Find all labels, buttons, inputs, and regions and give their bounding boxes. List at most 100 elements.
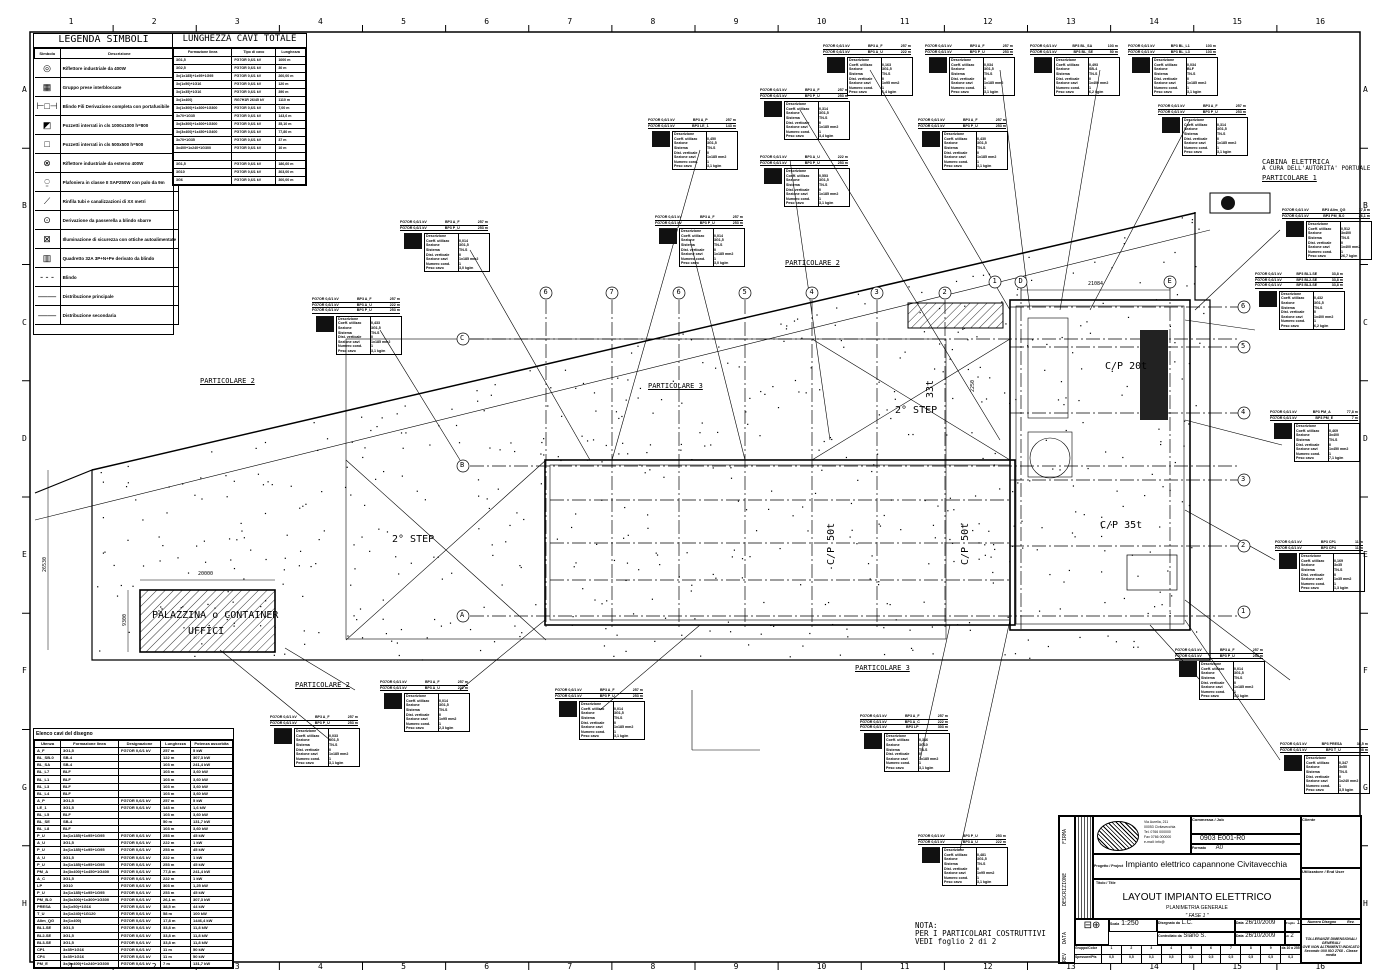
property-label: Numero cond. [885, 761, 919, 766]
legend-panel: LEGENDA SIMBOLI Simbolo Descrizione ◎Rif… [33, 33, 180, 335]
table-cell: 3x(3x300)+1x300+1G300 [172, 120, 233, 129]
cable-field: FG7OR 0,6/1 kV [1030, 44, 1057, 48]
col-header: Utenza [34, 739, 61, 749]
table-cell: 3x(1x185)+1x95+1G95 [60, 860, 119, 869]
property-value: TN-S [714, 242, 723, 247]
property-label: Sistema [1300, 567, 1334, 573]
grid-marker-label: A [460, 611, 465, 619]
property-label: Numero cond. [337, 344, 371, 349]
table-cell: 103 m [160, 789, 191, 798]
property-value: TN-S [819, 182, 828, 187]
table-cell [118, 768, 161, 777]
table-cell: 50 kW [190, 952, 233, 961]
property-label: Numero cond. [1200, 689, 1234, 695]
cable-field: BP3 P_U [1219, 653, 1235, 658]
cable-section-icon [1179, 661, 1197, 678]
property-label: Sezione cavi [1280, 314, 1314, 320]
property-value: 3G1,5 [459, 243, 469, 248]
property-value: 1 [707, 159, 709, 164]
cable-field: BP3 PRESA [1321, 742, 1342, 746]
property-label: Dist. verticale [785, 120, 819, 126]
property-label: Dist. verticale [580, 720, 614, 726]
legend-row: ◩Pozzetti interrati in cls 1000x1000 h=8… [34, 115, 180, 135]
drawing-subtitle: PLANIMETRIA GENERALE [1166, 905, 1228, 911]
property-value: 0,169 [1334, 558, 1343, 563]
data-label: Data [1236, 921, 1244, 925]
substation [1209, 192, 1271, 214]
compressor-room [907, 302, 1004, 329]
cable-field: FG7OR 0,6/1 kV [1275, 540, 1302, 544]
cable-field: 253 m [389, 308, 400, 313]
property-value: TN-S [819, 115, 828, 120]
row-label: G [1363, 782, 1368, 792]
property-value: 2,3 kg/m [439, 726, 454, 731]
legend-row: ⊠Illuminazione di sicurezza con ottiche … [34, 229, 180, 249]
table-cell: 3x(1x400) [172, 96, 233, 105]
column-label: 3 [234, 17, 240, 26]
grid-markers [456, 275, 1251, 623]
property-label: Dist. verticale [337, 335, 371, 340]
warehouse-west [544, 459, 1016, 626]
property-label: Peso cavo [1183, 150, 1217, 155]
property-value: 3G1,5 [707, 141, 717, 146]
property-label: Peso cavo [943, 880, 977, 885]
property-label: Coeff. utilizzo [848, 62, 882, 68]
grid-marker-label: D [1018, 277, 1023, 285]
cable-field: BP3 BL_SE [1073, 49, 1094, 54]
property-value: TN-S [882, 71, 891, 76]
property-label: Dist. verticale [1280, 310, 1314, 315]
cable-field: 7 m [1351, 415, 1358, 420]
cable-field: 257 m [1002, 44, 1013, 48]
property-value: 1x185 mm2 [819, 192, 839, 197]
table-cell: BL1-SE [34, 924, 61, 933]
property-value: 1x185 mm2 [459, 257, 479, 262]
property-label: Numero cond. [1295, 451, 1329, 457]
cable-field: FG7OR 0,6/1 kV [760, 160, 787, 165]
property-label: Dist. verticale [1300, 572, 1334, 578]
property-value: 3G1,5 [439, 703, 449, 708]
property-value: 3,1 kg/m [614, 734, 629, 739]
table-cell: CP4 [34, 952, 61, 961]
table-cell: 3G6 [172, 176, 233, 185]
property-label: Coeff. utilizzo [885, 738, 919, 743]
property-label: Sistema [1200, 675, 1234, 681]
grid-marker-label: 4 [1241, 408, 1246, 416]
cable-field: 253 m [732, 220, 743, 225]
cable-field: BP3 P_U [599, 693, 615, 698]
grid-marker-label: 7 [609, 288, 614, 296]
property-label: Descrizione [680, 229, 714, 234]
table-cell: T_U [34, 910, 61, 919]
property-value: 1 [614, 729, 616, 734]
property-label: Dist. verticale [943, 866, 977, 872]
table-cell: FG7OR 0,6/1 kV [118, 888, 161, 898]
cable-field: BP3 A_F [314, 715, 330, 719]
property-value: 3,1 kg/m [819, 201, 834, 206]
property-value: TN-S [977, 861, 986, 866]
property-label: Peso cavo [785, 134, 819, 139]
cable-field: 222 m [389, 302, 400, 307]
cable-field: 222 m [995, 839, 1006, 844]
property-label: Sistema [1295, 437, 1329, 443]
legend-description: Blindo Fili Derivazione completa con por… [60, 96, 180, 116]
table-cell: FG7OR 0,6/1 kV [118, 867, 161, 876]
property-value: 3,1 kg/m [1234, 694, 1249, 699]
table-cell: BLF [60, 768, 119, 777]
cable-field: FG7OR 0,6/1 kV [655, 220, 682, 225]
property-label: Numero cond. [848, 85, 882, 91]
property-value: 0 [1217, 136, 1219, 141]
